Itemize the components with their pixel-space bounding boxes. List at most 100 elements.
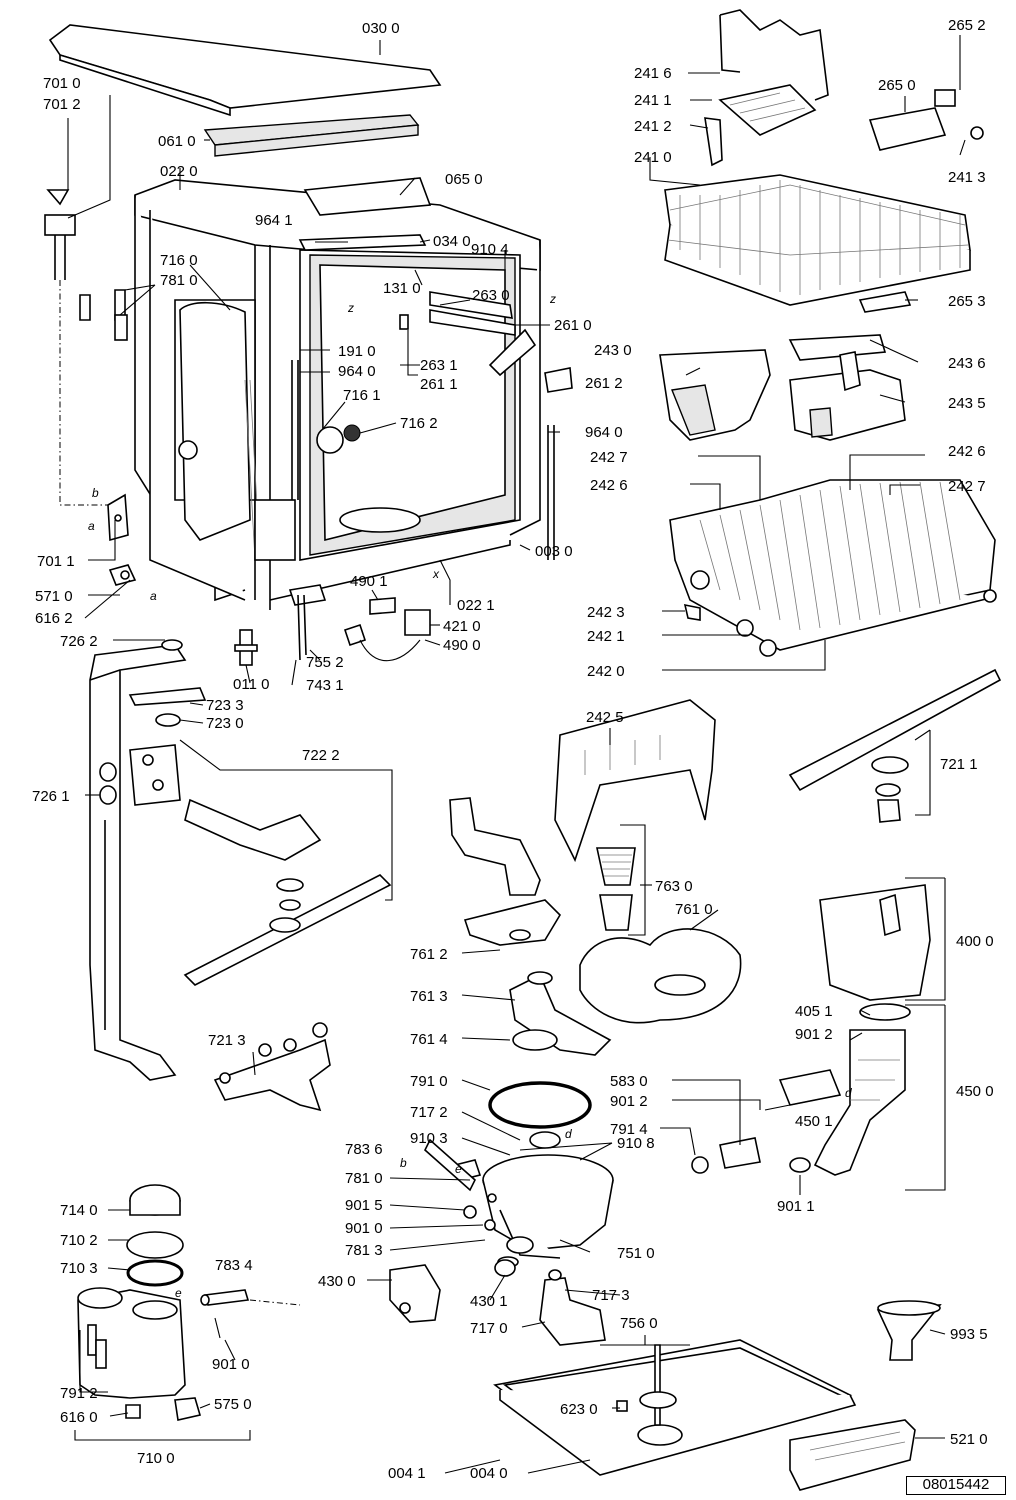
label-701-0: 701 0	[43, 75, 81, 92]
label-065-0: 065 0	[445, 171, 483, 188]
label-781-3: 781 3	[345, 1242, 383, 1259]
label-791-0: 791 0	[410, 1073, 448, 1090]
cutlery-baskets	[659, 334, 906, 441]
door-hinge-bracket	[107, 493, 137, 586]
lower-spray-arm-carrier	[213, 1022, 331, 1112]
label-242-1: 242 1	[587, 628, 625, 645]
connector-a-1: a	[88, 519, 95, 533]
label-726-1: 726 1	[32, 788, 70, 805]
label-490-1: 490 1	[350, 573, 388, 590]
label-901-2-b: 901 2	[610, 1093, 648, 1110]
label-714-0: 714 0	[60, 1202, 98, 1219]
label-061-0: 061 0	[158, 133, 196, 150]
document-number: 08015442	[906, 1476, 1006, 1495]
label-242-3: 242 3	[587, 604, 625, 621]
label-791-4: 791 4	[610, 1121, 648, 1138]
label-405-1: 405 1	[795, 1003, 833, 1020]
upper-basket	[664, 174, 971, 306]
water-softener	[77, 1138, 476, 1421]
label-131-0: 131 0	[383, 280, 421, 297]
label-243-0: 243 0	[594, 342, 632, 359]
connector-z-2: z	[549, 292, 556, 306]
basket-rail-bracket	[858, 89, 984, 313]
label-241-0: 241 0	[634, 149, 672, 166]
label-265-0: 265 0	[878, 77, 916, 94]
label-430-1: 430 1	[470, 1293, 508, 1310]
label-034-0: 034 0	[433, 233, 471, 250]
label-721-3: 721 3	[208, 1032, 246, 1049]
label-616-2: 616 2	[35, 610, 73, 627]
sump-assembly	[453, 1081, 614, 1268]
label-901-0-b: 901 0	[212, 1356, 250, 1373]
label-011-0: 011 0	[233, 676, 269, 693]
label-261-1: 261 1	[420, 376, 458, 393]
insulation-strip	[203, 114, 420, 157]
label-450-0: 450 0	[956, 1083, 994, 1100]
spray-arm-feed-tube	[89, 639, 187, 1081]
connector-d-2: d	[565, 1127, 572, 1141]
connector-d-1: d	[845, 1086, 852, 1100]
label-421-0: 421 0	[443, 618, 481, 635]
label-726-2: 726 2	[60, 633, 98, 650]
connector-e-2: e	[175, 1286, 182, 1300]
connector-x-1: x	[432, 567, 440, 581]
label-242-6-b: 242 6	[948, 443, 986, 460]
cup-rack-holder	[719, 9, 829, 101]
part-labels: 030 0 701 0 701 2 061 0 022 0 065 0 964 …	[32, 17, 994, 1482]
connector-b-1: b	[92, 486, 99, 500]
label-571-0: 571 0	[35, 588, 73, 605]
label-964-0-a: 964 0	[338, 363, 376, 380]
top-rail-parts	[298, 177, 573, 393]
label-761-3: 761 3	[410, 988, 448, 1005]
label-450-1: 450 1	[795, 1113, 833, 1130]
label-723-3: 723 3	[206, 697, 244, 714]
label-783-4: 783 4	[215, 1257, 253, 1274]
label-623-0: 623 0	[560, 1401, 598, 1418]
label-901-5: 901 5	[345, 1197, 383, 1214]
tine-rack-folding	[554, 699, 716, 863]
label-710-3: 710 3	[60, 1260, 98, 1277]
label-716-1: 716 1	[343, 387, 381, 404]
label-241-6: 241 6	[634, 65, 672, 82]
microfilter	[596, 847, 636, 931]
label-701-2: 701 2	[43, 96, 81, 113]
drain-pump	[389, 1259, 606, 1346]
label-265-2: 265 2	[948, 17, 986, 34]
coarse-filter-plate	[579, 928, 742, 1024]
label-241-1: 241 1	[634, 92, 672, 109]
leader-lines	[67, 35, 966, 1474]
label-761-4: 761 4	[410, 1031, 448, 1048]
label-583-0: 583 0	[610, 1073, 648, 1090]
label-263-1: 263 1	[420, 357, 458, 374]
label-755-2: 755 2	[306, 654, 344, 671]
label-710-0: 710 0	[137, 1450, 175, 1467]
label-575-0: 575 0	[214, 1396, 252, 1413]
label-022-0: 022 0	[160, 163, 198, 180]
label-717-0: 717 0	[470, 1320, 508, 1337]
connector-b-2: b	[400, 1156, 407, 1170]
base-tray	[493, 1339, 857, 1476]
control-panel-strip	[789, 1419, 916, 1491]
label-781-0-b: 781 0	[345, 1170, 383, 1187]
label-716-0: 716 0	[160, 252, 198, 269]
label-761-2: 761 2	[410, 946, 448, 963]
label-722-2: 722 2	[302, 747, 340, 764]
label-242-5: 242 5	[586, 709, 624, 726]
connector-e-1: e	[455, 1162, 462, 1176]
worktop-lid	[48, 24, 442, 117]
lower-basket	[669, 479, 997, 657]
label-022-1: 022 1	[457, 597, 495, 614]
label-261-0: 261 0	[554, 317, 592, 334]
label-616-0: 616 0	[60, 1409, 98, 1426]
spray-arm-carrier	[463, 899, 612, 1056]
cup-shelf	[704, 84, 817, 167]
label-242-7-a: 242 7	[590, 449, 628, 466]
lower-spray-arm	[788, 668, 1002, 823]
label-723-0: 723 0	[206, 715, 244, 732]
label-901-0-a: 901 0	[345, 1220, 383, 1237]
connector-letters: a b a z z x d d b e e	[88, 292, 852, 1300]
label-763-0: 763 0	[655, 878, 693, 895]
label-721-1: 721 1	[940, 756, 978, 773]
label-242-6-a: 242 6	[590, 477, 628, 494]
